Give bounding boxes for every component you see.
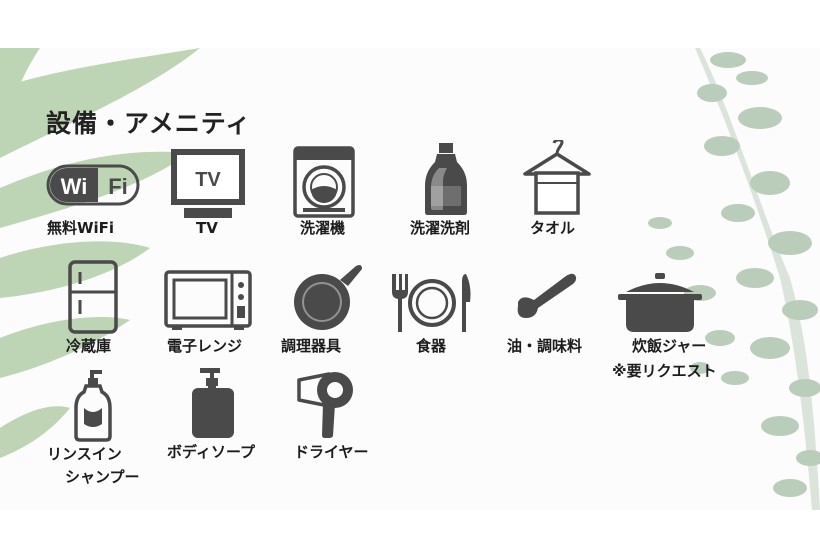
amenity-label: 調理器具 (281, 337, 342, 355)
amenity-label: 冷蔵庫 (66, 337, 112, 355)
request-note: ※要リクエスト (612, 362, 717, 380)
wifi-logo-left: Wi (61, 174, 88, 199)
pump-bottle-icon (192, 368, 234, 438)
wifi-logo-right: Fi (108, 174, 128, 199)
detergent-bottle-icon (425, 143, 467, 215)
cooking-pot-icon (618, 273, 702, 332)
shampoo-bottle-icon (74, 370, 112, 442)
amenity-label: 食器 (416, 337, 447, 355)
amenity-label: リンスイン シャンプー (47, 443, 140, 489)
amenity-label: 油・調味料 (507, 337, 583, 355)
ladle-icon (517, 273, 577, 318)
tv-icon: TV (171, 149, 245, 218)
amenity-label: 無料WiFi (47, 219, 115, 237)
frying-pan-icon (294, 265, 362, 330)
washing-machine-icon (293, 146, 355, 218)
wifi-icon: Wi Fi (46, 164, 140, 206)
background-panel (0, 48, 820, 510)
page-title: 設備・アメニティ (46, 109, 252, 138)
amenity-label: ドライヤー (294, 443, 369, 461)
refrigerator-icon (68, 260, 118, 334)
amenity-label: TV (196, 219, 218, 237)
amenity-label: ボディソープ (167, 443, 256, 461)
amenity-label: 洗濯洗剤 (410, 219, 471, 237)
amenity-label: タオル (530, 219, 576, 237)
amenity-label: 洗濯機 (300, 219, 346, 237)
amenity-label-line-1: リンスイン (47, 445, 122, 463)
towel-on-hanger-icon (523, 140, 591, 215)
microwave-icon (164, 270, 252, 330)
amenity-label: 電子レンジ (167, 337, 243, 355)
plate-fork-knife-icon (392, 274, 471, 332)
amenity-label: 炊飯ジャー (632, 337, 707, 355)
tv-screen-text: TV (195, 169, 221, 191)
hair-dryer-icon (297, 372, 353, 438)
amenity-label-line-2: シャンプー (65, 468, 140, 486)
